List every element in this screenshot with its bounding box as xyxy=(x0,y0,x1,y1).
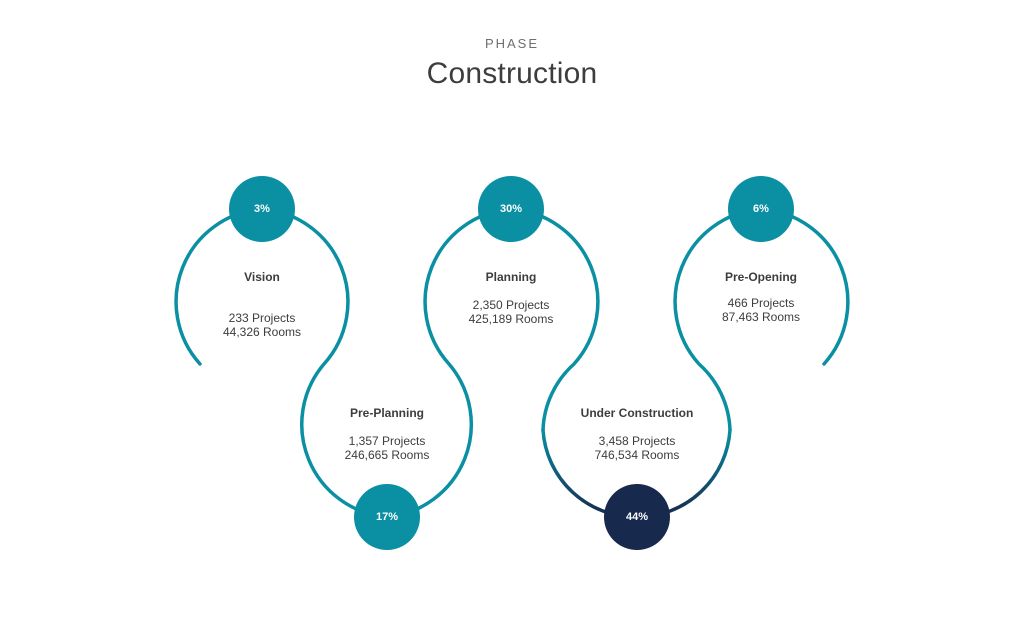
preplanning-planning-connector xyxy=(385,207,513,519)
stage-name: Under Construction xyxy=(580,406,694,420)
stage-name: Pre-Planning xyxy=(349,406,424,420)
stage-projects: 233 Projects xyxy=(228,311,296,325)
stage-planning: Planning 2,350 Projects 425,189 Rooms xyxy=(421,270,601,326)
stage-projects: 2,350 Projects xyxy=(472,298,550,312)
stage-name: Vision xyxy=(244,270,280,284)
stage-pre-planning: Pre-Planning 1,357 Projects 246,665 Room… xyxy=(297,406,477,462)
stage-under-construction: Under Construction 3,458 Projects 746,53… xyxy=(547,406,727,462)
page-title: Construction xyxy=(426,57,598,90)
stage-rooms: 746,534 Rooms xyxy=(594,448,680,462)
stage-name: Pre-Opening xyxy=(724,270,797,284)
stage-projects: 3,458 Projects xyxy=(598,434,676,448)
stage-pre-opening: Pre-Opening 466 Projects 87,463 Rooms xyxy=(671,270,851,324)
under-construction-percent-circle xyxy=(604,484,670,550)
uc-preopening-connector xyxy=(673,207,763,432)
vision-percent: 3% xyxy=(254,203,270,215)
stage-rooms: 246,665 Rooms xyxy=(344,448,430,462)
planning-uc-connector xyxy=(509,207,600,432)
planning-percent: 30% xyxy=(499,203,523,215)
stage-rooms: 425,189 Rooms xyxy=(468,312,554,326)
stage-rooms: 44,326 Rooms xyxy=(222,325,302,339)
stage-vision: Vision 233 Projects 44,326 Rooms xyxy=(172,270,352,339)
vision-percent-circle xyxy=(229,176,295,242)
stage-projects: 466 Projects xyxy=(727,296,795,310)
planning-percent-circle xyxy=(478,176,544,242)
preplanning-percent: 17% xyxy=(375,511,399,523)
preopening-percent-circle xyxy=(728,176,794,242)
preopening-percent: 6% xyxy=(753,203,769,215)
stage-name: Planning xyxy=(485,270,537,284)
stage-projects: 1,357 Projects xyxy=(348,434,426,448)
under-construction-percent: 44% xyxy=(625,511,649,523)
vision-preplanning-connector xyxy=(260,207,389,519)
stage-rooms: 87,463 Rooms xyxy=(721,310,801,324)
phase-label: PHASE xyxy=(484,36,540,51)
header: PHASE Construction xyxy=(0,36,1024,91)
preplanning-percent-circle xyxy=(354,484,420,550)
